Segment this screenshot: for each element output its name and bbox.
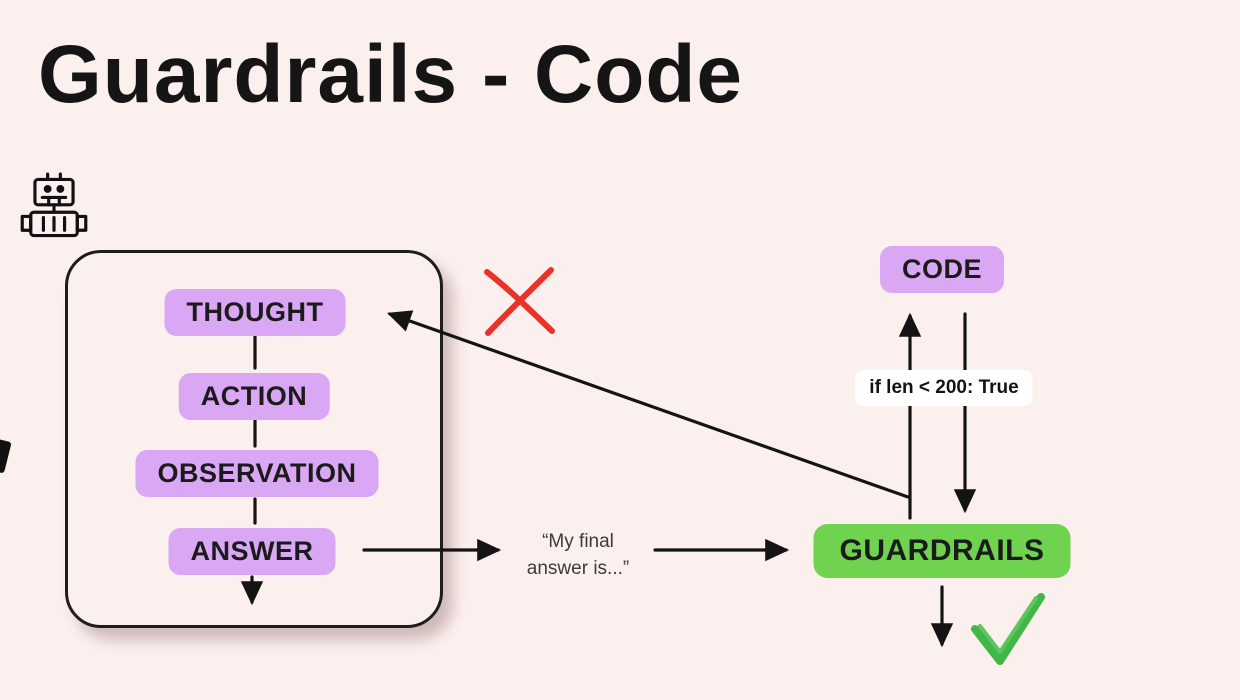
step-pill-observation: OBSERVATION xyxy=(135,450,379,497)
code-pill: CODE xyxy=(879,246,1005,293)
red-cross-icon xyxy=(484,267,555,336)
condition-label: if len < 200: True xyxy=(855,370,1033,406)
final-answer-quote: “My final answer is...” xyxy=(527,528,629,582)
page-title: Guardrails - Code xyxy=(38,29,744,120)
step-pill-answer: ANSWER xyxy=(168,528,336,575)
step-pill-thought: THOUGHT xyxy=(164,289,346,336)
robot-icon xyxy=(20,172,88,238)
arrow-guardrails-to-thought xyxy=(386,310,910,499)
final-answer-quote-line2: answer is...” xyxy=(526,558,630,579)
step-pill-action: ACTION xyxy=(178,373,330,420)
guardrails-pill: GUARDRAILS xyxy=(813,524,1071,578)
green-check-icon xyxy=(971,593,1045,665)
final-answer-quote-line1: “My final xyxy=(542,531,614,552)
edge-artifact xyxy=(0,438,12,474)
